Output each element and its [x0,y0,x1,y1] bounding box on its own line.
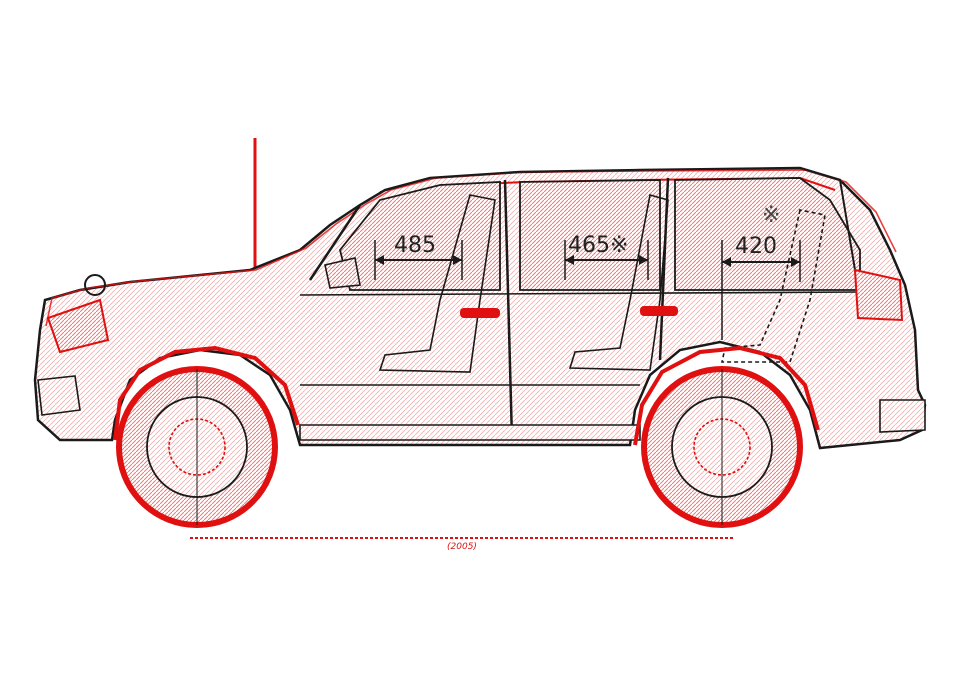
front-seat [378,194,496,373]
third-row-dimension: 420 [721,234,801,340]
front-window [339,181,501,291]
front-row-legroom-label: 485 [394,233,436,258]
rear-wheel [641,366,803,528]
side-step [299,424,641,441]
front-wheel-arch [113,345,300,441]
second-row-seat [568,193,669,371]
roof-rail [379,167,841,193]
beltline [299,291,861,296]
footer-mark: (2005) [447,542,477,552]
b-pillar [503,179,514,441]
headlight [46,298,110,354]
front-row-dimension: 485 [374,233,463,280]
third-row-seat [721,209,826,363]
side-mirror [324,257,361,289]
third-row-legroom-label: 420 [735,234,777,259]
rear-door-handle [640,306,678,316]
fog-lamp [84,274,106,296]
rear-bumper [879,399,926,433]
front-door-handle [460,308,500,318]
rear-wheel-arch [633,345,820,446]
second-row-legroom-label: 465※ [568,233,628,258]
second-row-dimension: 465※ [564,233,649,280]
a-pillar [308,204,362,281]
third-row-note-mark: ※ [762,203,780,228]
tail-light [853,268,904,322]
front-bumper [37,375,81,416]
front-wheel [116,366,278,528]
